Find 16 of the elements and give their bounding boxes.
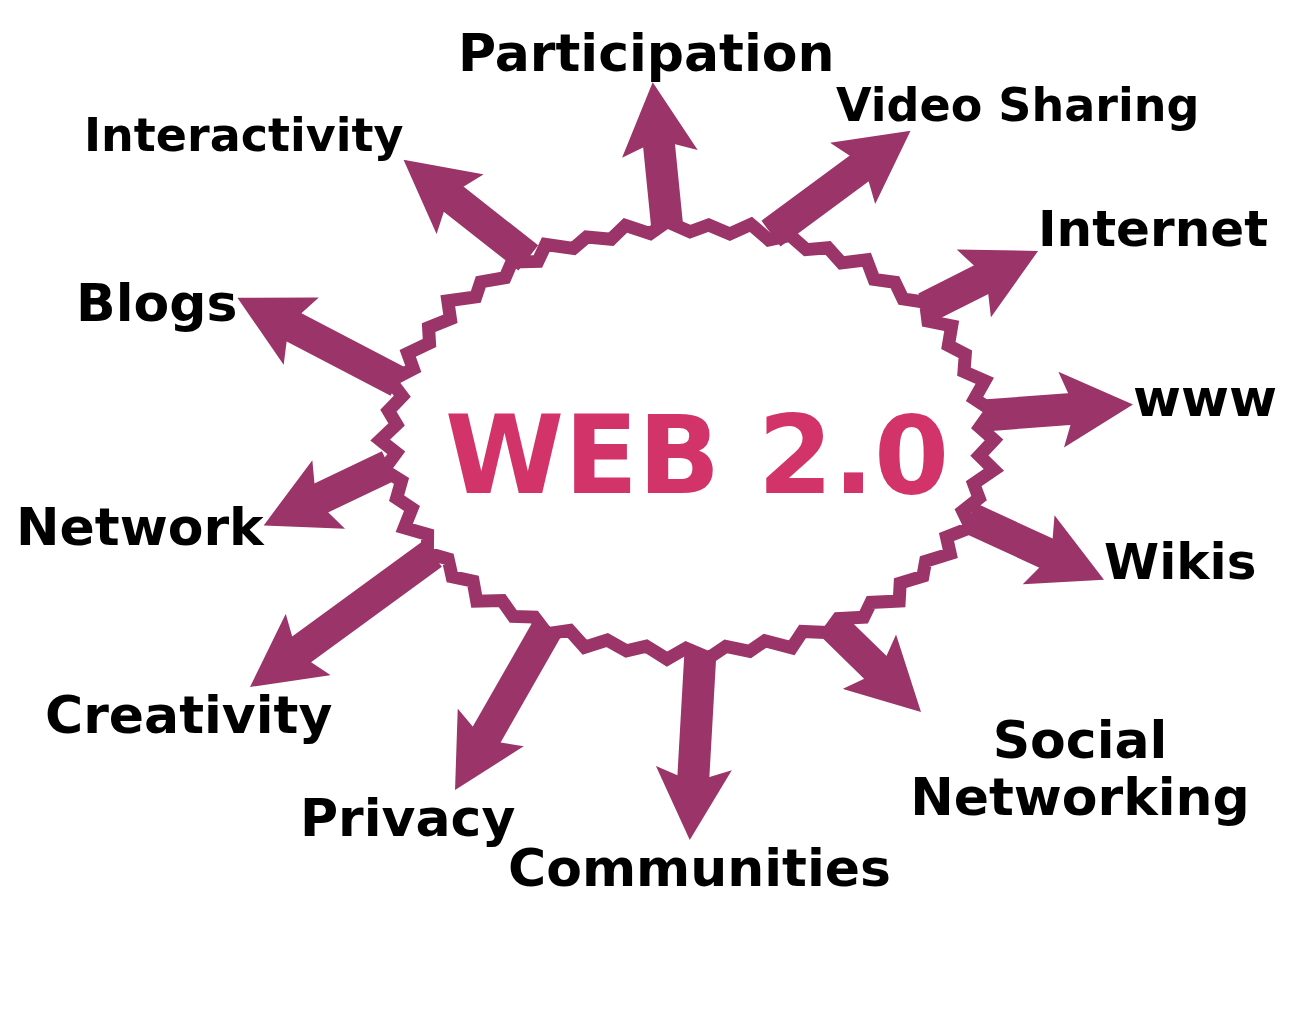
topic-label: Blogs — [76, 275, 238, 333]
topic-label: Creativity — [45, 687, 333, 745]
arrow — [622, 82, 698, 228]
arrow — [655, 653, 732, 840]
topic-label: Interactivity — [84, 110, 404, 161]
arrow — [250, 540, 442, 687]
topic-label: Network — [16, 499, 264, 557]
topic-label: Internet — [1038, 202, 1269, 257]
center-title: WEB 2.0 — [445, 396, 950, 516]
arrow — [986, 371, 1133, 448]
topic-label: Video Sharing — [836, 80, 1200, 131]
topic-label: www — [1133, 370, 1278, 428]
topic-label: Wikis — [1104, 535, 1257, 590]
arrow — [761, 130, 911, 247]
topic-label: Social Networking — [900, 712, 1260, 827]
topic-label: Participation — [458, 25, 835, 83]
